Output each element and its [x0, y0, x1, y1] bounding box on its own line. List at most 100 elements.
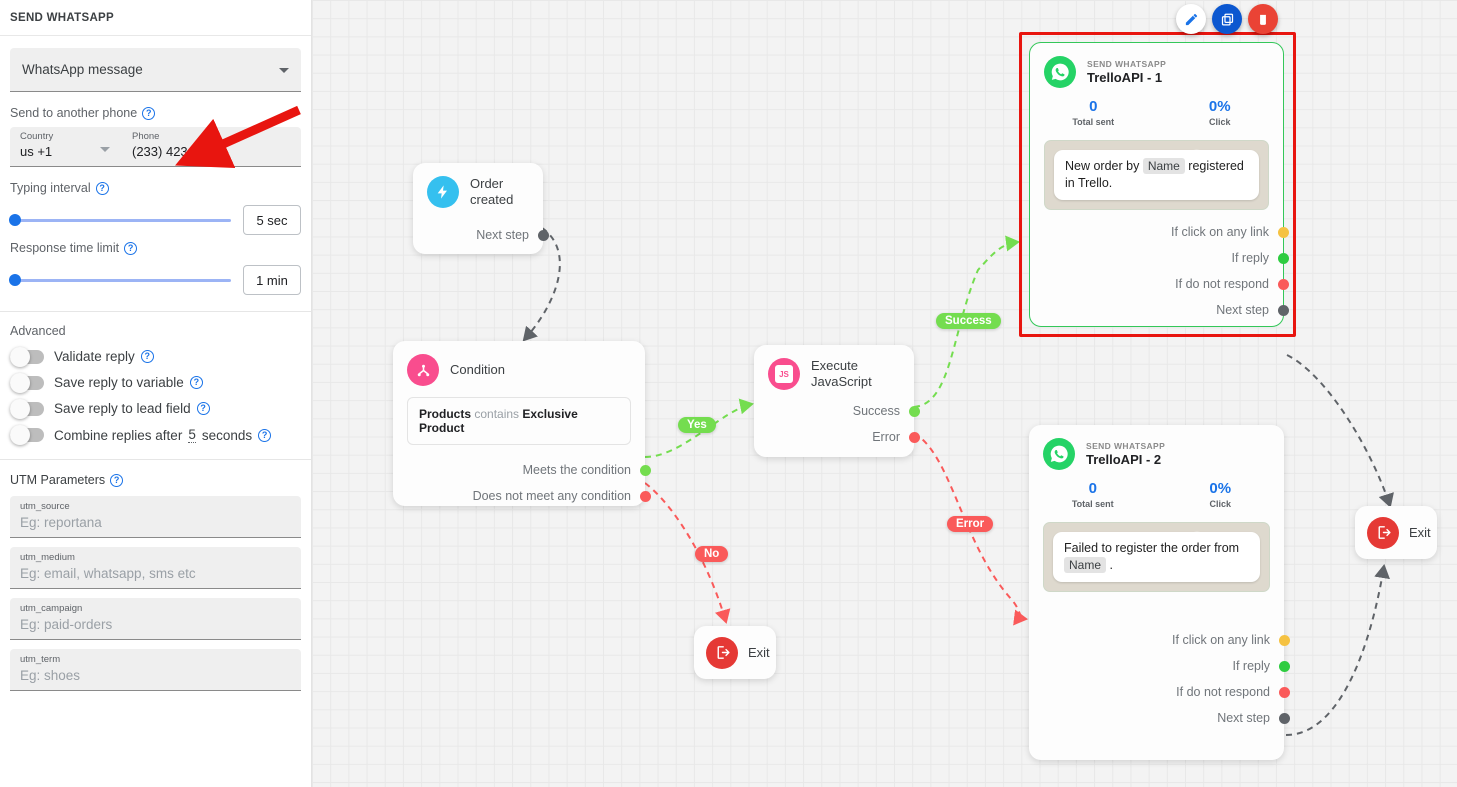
toggle-switch[interactable]: [10, 398, 44, 419]
toggle-save-reply-to-lead-field[interactable]: Save reply to lead field ?: [10, 398, 301, 419]
help-icon[interactable]: ?: [189, 376, 203, 389]
utm-campaign-field[interactable]: utm_campaign Eg: paid-orders: [10, 598, 301, 640]
port-does-not-meet-any-condition[interactable]: Does not meet any condition: [393, 483, 651, 509]
edit-button[interactable]: [1176, 4, 1206, 34]
port-dot[interactable]: [1277, 252, 1289, 264]
node-ports: If click on any link If reply If do not …: [1030, 210, 1289, 337]
message-type-select[interactable]: WhatsApp message: [10, 48, 301, 92]
edge-label-success: Success: [936, 313, 1001, 329]
port-label: Does not meet any condition: [472, 489, 631, 503]
stat-label: Total sent: [1072, 117, 1115, 127]
condition-icon: [407, 354, 439, 386]
toggle-switch[interactable]: [10, 372, 44, 393]
port-label: If click on any link: [1171, 225, 1269, 239]
message-bubble: New order by Name registered in Trello.: [1054, 150, 1259, 200]
port-dot[interactable]: [908, 431, 920, 443]
port-dot[interactable]: [639, 464, 651, 476]
page-title: SEND WHATSAPP: [10, 11, 114, 24]
stat-total-sent: 0 Total sent: [1029, 480, 1157, 511]
node-send-whatsapp-trelloapi-2[interactable]: SEND WHATSAPP TrelloAPI - 2 0 Total sent…: [1029, 425, 1290, 760]
phone-field[interactable]: Phone (233) 423-5346: [122, 127, 231, 166]
toggle-save-reply-to-variable[interactable]: Save reply to variable ?: [10, 372, 301, 393]
response-time-limit-value[interactable]: 1 min: [243, 265, 301, 295]
phone-input-group: Country us +1 Phone (233) 423-5346: [10, 127, 301, 167]
toggle-validate-reply[interactable]: Validate reply ?: [10, 346, 301, 367]
port-if-reply[interactable]: If reply: [1029, 653, 1290, 679]
port-dot[interactable]: [1278, 660, 1290, 672]
port-next-step[interactable]: Next step: [1029, 705, 1290, 731]
port-if-click-on-any-link[interactable]: If click on any link: [1030, 219, 1289, 245]
utm-term-key: utm_term: [20, 654, 61, 665]
node-ports: Meets the condition Does not meet any co…: [393, 445, 651, 523]
help-icon[interactable]: ?: [196, 402, 210, 415]
port-error[interactable]: Error: [754, 424, 920, 450]
chevron-down-icon: [279, 67, 289, 73]
node-header: Order created: [413, 163, 543, 208]
port-dot[interactable]: [1278, 634, 1290, 646]
node-order-created[interactable]: Order created Next step: [413, 163, 549, 254]
utm-term-field[interactable]: utm_term Eg: shoes: [10, 649, 301, 691]
node-condition[interactable]: Condition Products contains Exclusive Pr…: [393, 341, 651, 506]
response-time-limit-slider[interactable]: [9, 274, 231, 286]
condition-expression[interactable]: Products contains Exclusive Product: [407, 397, 631, 445]
slider-thumb[interactable]: [9, 274, 21, 286]
node-send-whatsapp-trelloapi-1[interactable]: SEND WHATSAPP TrelloAPI - 1 0 Total sent…: [1029, 42, 1289, 327]
port-if-click-on-any-link[interactable]: If click on any link: [1029, 627, 1290, 653]
message-prefix: New order by: [1065, 159, 1143, 173]
port-dot[interactable]: [1278, 686, 1290, 698]
duplicate-button[interactable]: [1212, 4, 1242, 34]
message-suffix: .: [1106, 558, 1113, 572]
response-time-limit-label-row: Response time limit ?: [10, 241, 301, 255]
port-success[interactable]: Success: [754, 398, 920, 424]
port-dot[interactable]: [1277, 226, 1289, 238]
port-label: Meets the condition: [522, 463, 631, 477]
typing-interval-value[interactable]: 5 sec: [243, 205, 301, 235]
node-exit-1[interactable]: Exit: [694, 626, 776, 679]
port-if-do-not-respond[interactable]: If do not respond: [1030, 271, 1289, 297]
toggle-switch[interactable]: [10, 425, 44, 445]
utm-source-field[interactable]: utm_source Eg: reportana: [10, 496, 301, 538]
edge-label-no: No: [695, 546, 729, 562]
utm-medium-field[interactable]: utm_medium Eg: email, whatsapp, sms etc: [10, 547, 301, 589]
help-icon[interactable]: ?: [258, 428, 272, 442]
node-ports: Next step: [413, 208, 549, 262]
stat-total-sent: 0 Total sent: [1030, 98, 1157, 129]
delete-button[interactable]: [1248, 4, 1278, 34]
port-label: If do not respond: [1175, 277, 1269, 291]
node-exit-2[interactable]: Exit: [1355, 506, 1437, 559]
node-execute-javascript[interactable]: JS Execute JavaScript Success Error: [754, 345, 920, 457]
help-icon[interactable]: ?: [142, 106, 156, 120]
port-dot[interactable]: [1278, 712, 1290, 724]
toggle-combine-replies[interactable]: Combine replies after 5 seconds ?: [10, 425, 301, 445]
whatsapp-icon: [1043, 438, 1075, 470]
node-title-group: SEND WHATSAPP TrelloAPI - 1: [1087, 59, 1166, 86]
variable-chip: Name: [1064, 557, 1107, 573]
node-header: SEND WHATSAPP TrelloAPI - 1: [1030, 43, 1283, 88]
port-label: Next step: [476, 228, 529, 242]
country-select[interactable]: Country us +1: [10, 127, 122, 166]
help-icon[interactable]: ?: [110, 473, 124, 487]
typing-interval-slider[interactable]: [9, 214, 231, 226]
port-dot[interactable]: [537, 229, 549, 241]
port-if-do-not-respond[interactable]: If do not respond: [1029, 679, 1290, 705]
port-dot[interactable]: [1277, 304, 1289, 316]
condition-operator: contains: [474, 407, 520, 421]
variable-chip: Name: [1142, 158, 1185, 174]
toggle-switch[interactable]: [10, 346, 44, 367]
port-next-step[interactable]: Next step: [413, 222, 549, 248]
slider-thumb[interactable]: [9, 214, 21, 226]
help-icon[interactable]: ?: [140, 350, 154, 363]
help-icon[interactable]: ?: [124, 241, 138, 255]
help-icon[interactable]: ?: [95, 181, 109, 195]
node-ports: Success Error: [754, 390, 920, 464]
port-dot[interactable]: [1277, 278, 1289, 290]
phone-label: Phone: [132, 131, 160, 142]
combine-seconds-value[interactable]: 5: [188, 427, 196, 443]
port-dot[interactable]: [908, 405, 920, 417]
flow-canvas[interactable]: Yes No Success Error Order created Next …: [312, 0, 1457, 787]
utm-medium-key: utm_medium: [20, 552, 75, 563]
port-next-step[interactable]: Next step: [1030, 297, 1289, 323]
port-dot[interactable]: [639, 490, 651, 502]
port-if-reply[interactable]: If reply: [1030, 245, 1289, 271]
port-meets-the-condition[interactable]: Meets the condition: [393, 457, 651, 483]
